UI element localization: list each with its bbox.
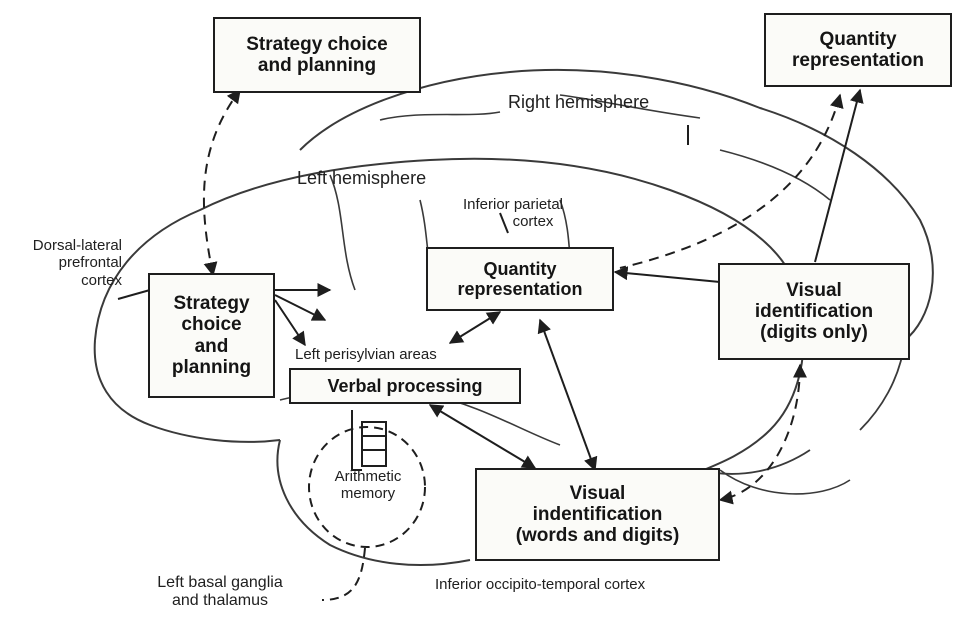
box-verbal-processing-label: Verbal processing: [327, 375, 483, 396]
box-strategy-left-line3: and: [194, 335, 229, 357]
box-strategy-top-line1: Strategy choice: [246, 33, 388, 55]
arrow-strategy-top-link: [202, 88, 241, 277]
temporal-lobe-outline: [276, 439, 471, 566]
label-arithmetic-memory-line2: memory: [340, 485, 396, 503]
label-occipito-temporal: Inferior occipito-temporal cortex: [435, 576, 646, 593]
arithmetic-memory-region: [308, 426, 426, 548]
label-arithmetic-memory-line1: Arithmetic: [334, 468, 402, 485]
label-left-hemisphere: Left hemisphere: [297, 168, 427, 188]
box-visual-digits-line3: (digits only): [760, 322, 868, 344]
basal-ganglia-glyph: [351, 410, 387, 471]
label-right-hemisphere: Right hemisphere: [508, 92, 650, 112]
right-hemisphere-sulcus: [379, 94, 831, 201]
arrow-quantity-visual-words: [537, 318, 598, 472]
box-strategy-left-line4: planning: [171, 356, 252, 378]
dorsal-lateral-pointer: [117, 289, 151, 300]
arrow-visual-digits-quantity: [613, 266, 721, 283]
arrow-verbal-visual-words: [428, 404, 537, 469]
box-quantity-right-line2: representation: [792, 50, 924, 71]
arrow-strategy-right-2: [274, 294, 327, 321]
box-quantity-center-line1: Quantity: [483, 258, 557, 279]
box-visual-words-line2: indentification: [532, 503, 663, 525]
box-visual-words-line1: Visual: [569, 482, 626, 504]
box-quantity-center-line2: representation: [457, 279, 583, 299]
label-dorsal-lateral-line2: prefrontal: [58, 254, 122, 272]
box-strategy-left-line1: Strategy: [173, 292, 250, 314]
label-basal-ganglia-line2: and thalamus: [171, 592, 269, 610]
box-visual-digits-line1: Visual: [786, 279, 842, 301]
box-visual-digits-line2: identification: [754, 300, 874, 322]
arrow-quantity-verbal: [448, 311, 502, 344]
label-inferior-parietal-line1: Inferior parietal: [462, 196, 564, 213]
box-visual-words-line3: (words and digits): [515, 525, 680, 547]
box-verbal-processing: Verbal processing: [289, 368, 521, 404]
box-strategy-left-line2: choice: [181, 314, 242, 336]
arrow-basal-ganglia-pointer: [321, 547, 366, 601]
label-basal-ganglia-line1: Left basal ganglia: [157, 574, 283, 591]
label-inferior-parietal-line2: cortex: [512, 213, 554, 231]
box-strategy-top-line2: and planning: [257, 55, 377, 76]
label-perisylvian: Left perisylvian areas: [295, 346, 437, 363]
arrow-strategy-right-3: [274, 299, 306, 347]
label-dorsal-lateral-line3: cortex: [81, 271, 122, 289]
arrow-visual-digits-quantity-right: [814, 88, 864, 263]
frontal-lower-outline: [93, 339, 281, 443]
label-dorsal-lateral-line1: Dorsal-lateral: [32, 237, 122, 254]
box-quantity-right-line1: Quantity: [819, 28, 897, 50]
arrow-visual-digits-words-dashed: [718, 363, 807, 505]
left-hemisphere-tick: [499, 212, 509, 234]
arrow-quantity-right-dashed: [619, 93, 844, 269]
